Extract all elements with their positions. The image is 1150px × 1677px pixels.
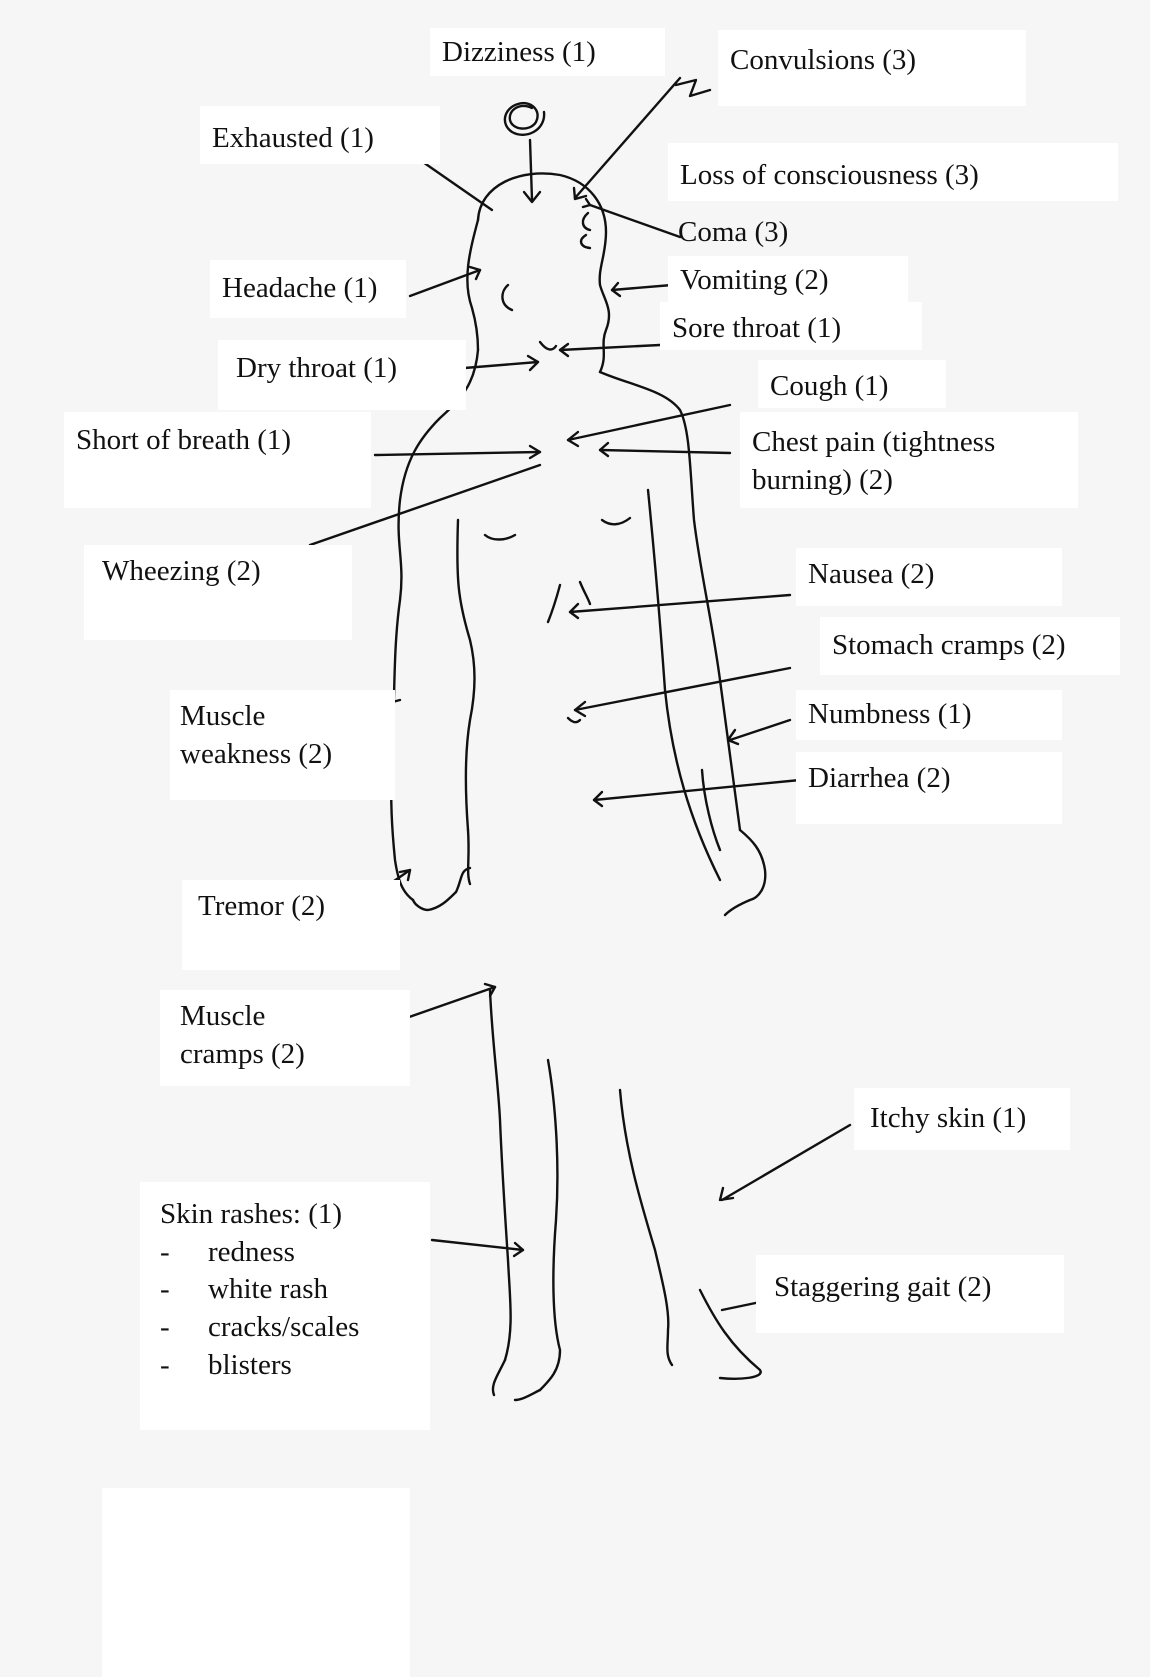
label-dizziness: Dizziness (1) (430, 28, 665, 76)
skin-rash-item: -redness (160, 1234, 422, 1272)
label-numbness: Numbness (1) (796, 690, 1062, 740)
label-stomach-cramps: Stomach cramps (2) (820, 617, 1120, 675)
label-wheezing: Wheezing (2) (84, 545, 352, 640)
label-skin-rashes: Skin rashes: (1) -redness -white rash -c… (140, 1182, 430, 1430)
label-cough: Cough (1) (758, 360, 946, 408)
label-itchy-skin: Itchy skin (1) (854, 1088, 1070, 1150)
label-exhausted: Exhausted (1) (200, 106, 440, 164)
label-tremor: Tremor (2) (182, 880, 400, 970)
label-vomiting: Vomiting (2) (668, 256, 908, 302)
label-sore-throat: Sore throat (1) (660, 302, 922, 350)
label-convulsions: Convulsions (3) (718, 30, 1026, 106)
label-loss-of-consciousness: Loss of consciousness (3) (668, 143, 1118, 201)
label-coma: Coma (3) (668, 208, 908, 254)
skin-rash-item: -cracks/scales (160, 1309, 422, 1347)
label-headache: Headache (1) (210, 260, 406, 318)
skin-rash-item: -white rash (160, 1271, 422, 1309)
label-staggering-gait: Staggering gait (2) (756, 1255, 1064, 1333)
label-diarrhea: Diarrhea (2) (796, 752, 1062, 824)
label-dry-throat: Dry throat (1) (218, 340, 466, 410)
label-short-of-breath: Short of breath (1) (64, 412, 371, 508)
label-nausea: Nausea (2) (796, 548, 1062, 606)
skin-rash-item: -blisters (160, 1347, 422, 1385)
blank-white-box (102, 1488, 410, 1677)
